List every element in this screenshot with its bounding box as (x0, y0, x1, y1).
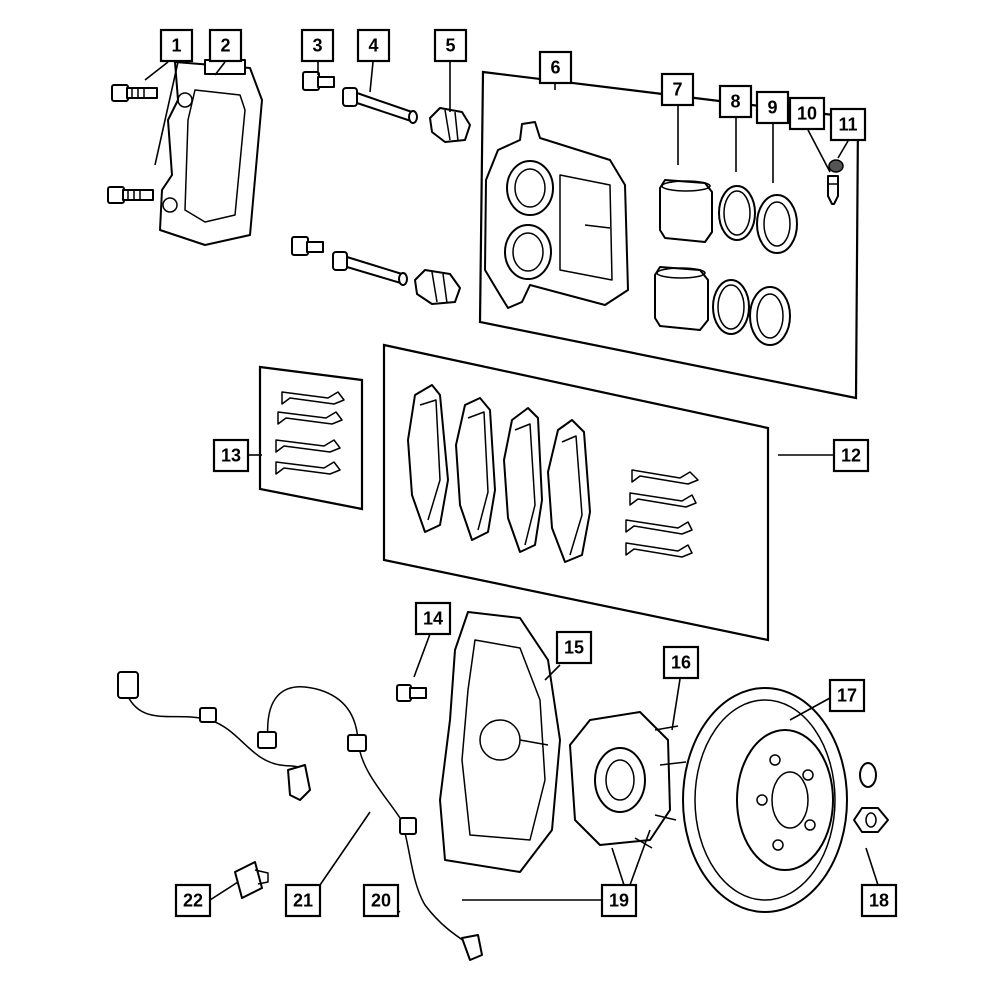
callout-11: 11 (829, 107, 867, 142)
callout-17: 17 (828, 678, 866, 713)
svg-text:4: 4 (368, 36, 378, 56)
svg-text:7: 7 (672, 80, 682, 100)
guide-pins (332, 87, 418, 286)
wheel-speed-sensor-harness (117, 671, 483, 961)
svg-text:13: 13 (221, 446, 241, 466)
svg-text:1: 1 (171, 36, 181, 56)
dust-shield (439, 611, 561, 873)
harness-clip (234, 861, 269, 899)
callout-4: 4 (356, 28, 391, 63)
pad-clips-small-kit (275, 391, 345, 475)
callout-15: 15 (555, 630, 593, 665)
callout-14: 14 (414, 601, 452, 636)
svg-text:16: 16 (671, 653, 691, 673)
brake-pads (407, 384, 591, 563)
callout-22: 22 (174, 883, 212, 918)
callout-5: 5 (433, 28, 468, 63)
callout-2: 2 (208, 28, 243, 63)
bleeder-cap (828, 159, 844, 173)
guide-pin-boots (414, 107, 471, 305)
callout-16: 16 (662, 645, 700, 680)
svg-text:8: 8 (730, 92, 740, 112)
callout-19: 19 (600, 883, 638, 918)
caliper-bracket-bolts (107, 84, 158, 204)
svg-text:5: 5 (445, 36, 455, 56)
callout-18: 18 (860, 883, 898, 918)
caliper-housing (484, 121, 629, 309)
guide-pin-bolts (291, 71, 335, 256)
bleeder-screw (827, 175, 839, 205)
brake-rotor (682, 687, 848, 913)
callout-10: 10 (788, 96, 826, 131)
svg-text:20: 20 (371, 891, 391, 911)
hub-bearing-assembly (569, 711, 687, 849)
svg-text:18: 18 (869, 891, 889, 911)
pad-clips-large-kit (625, 469, 699, 558)
svg-text:2: 2 (220, 36, 230, 56)
callout-1: 1 (159, 28, 194, 63)
svg-text:6: 6 (550, 58, 560, 78)
piston-seals (712, 185, 756, 335)
caliper-mounting-bracket (159, 59, 263, 246)
svg-text:19: 19 (609, 891, 629, 911)
callout-7: 7 (660, 72, 695, 107)
callout-6: 6 (538, 50, 573, 85)
callout-9: 9 (755, 90, 790, 125)
shield-bolt (396, 684, 427, 702)
pad-clip-panel (258, 365, 364, 511)
svg-text:17: 17 (837, 686, 857, 706)
svg-text:10: 10 (797, 104, 817, 124)
svg-text:12: 12 (841, 446, 861, 466)
svg-text:14: 14 (423, 609, 443, 629)
svg-text:15: 15 (564, 638, 584, 658)
svg-text:21: 21 (293, 891, 313, 911)
leader-lines (144, 61, 879, 913)
svg-text:22: 22 (183, 891, 203, 911)
callout-12: 12 (832, 438, 870, 473)
piston-dust-boots (749, 194, 798, 346)
callout-21: 21 (284, 883, 322, 918)
caliper-pistons (654, 179, 713, 331)
hub-nut-and-washer (853, 762, 889, 833)
svg-text:9: 9 (767, 98, 777, 118)
svg-text:3: 3 (312, 36, 322, 56)
callout-20: 20 (362, 883, 400, 918)
svg-text:11: 11 (838, 115, 857, 135)
callout-3: 3 (300, 28, 335, 63)
callout-8: 8 (718, 84, 753, 119)
callout-13: 13 (212, 438, 250, 473)
